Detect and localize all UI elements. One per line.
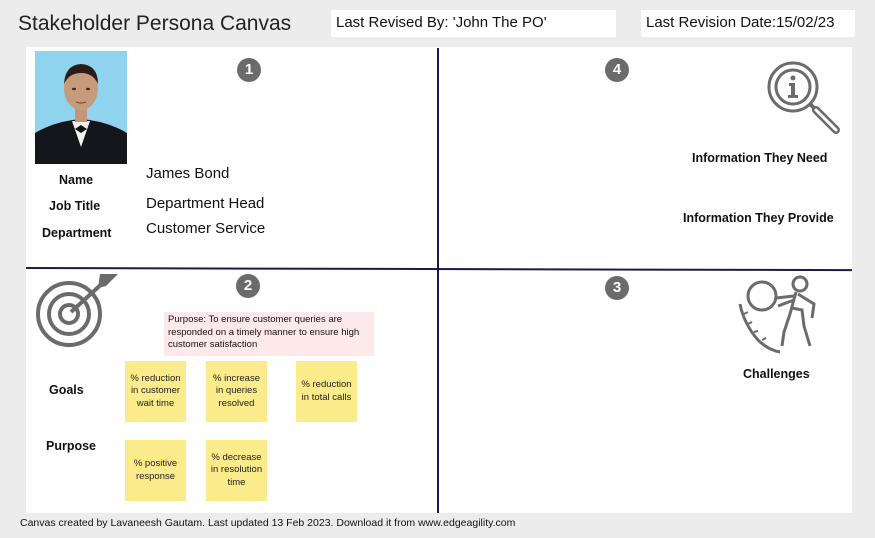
quadrant-2-number: 2 [236,274,260,298]
department-value: Customer Service [146,220,266,237]
vertical-divider [437,48,439,513]
job-title-value: Department Head [146,195,265,212]
page-title: Stakeholder Persona Canvas [18,12,292,35]
sticky-note: % decrease in resolution time [206,440,267,501]
sticky-note: % positive response [125,440,186,501]
goals-label: Goals [49,383,84,397]
info-need-label: Information They Need [692,151,828,165]
persona-photo [35,51,127,164]
quadrant-4-number: 4 [605,58,629,82]
pushing-boulder-icon [738,275,816,354]
footer-credit: Canvas created by Lavaneesh Gautam. Last… [20,517,516,529]
last-revised-by: Last Revised By: 'John The PO' [331,10,616,37]
canvas-area [26,47,852,513]
purpose-label: Purpose [46,439,97,453]
sticky-note: % reduction in customer wait time [125,361,186,422]
info-magnifier-icon [767,61,840,134]
purpose-note: Purpose: To ensure customer queries are … [164,312,374,356]
quadrant-3-number: 3 [605,276,629,300]
name-label: Name [59,173,94,187]
sticky-note: % increase in queries resolved [206,361,267,422]
sticky-note: % reduction in total calls [296,361,357,422]
quadrant-1-number: 1 [237,58,261,82]
department-label: Department [42,226,112,240]
target-icon [36,274,118,347]
name-value: James Bond [146,165,230,182]
job-title-label: Job Title [49,199,101,213]
challenges-label: Challenges [743,367,810,381]
last-revision-date: Last Revision Date:15/02/23 [641,10,855,37]
info-provide-label: Information They Provide [683,211,834,225]
